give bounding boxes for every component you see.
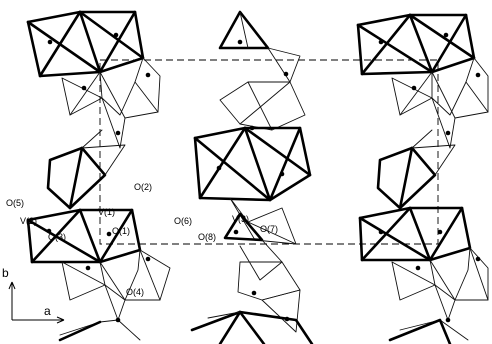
octahedra-pair-lower-right xyxy=(358,206,472,262)
thin-polyhedra-right-lower xyxy=(388,247,489,344)
label-o1: O(1) xyxy=(112,226,130,236)
label-o4: O(4) xyxy=(126,287,144,297)
thick-chain-left-middle xyxy=(46,129,126,210)
label-v1: V(1) xyxy=(98,207,115,217)
thick-chain-right-middle xyxy=(376,129,456,210)
label-o7: O(7) xyxy=(260,224,278,234)
thin-polyhedra-left-lower xyxy=(58,249,171,342)
b-axis-label: b xyxy=(2,266,9,280)
octahedra-pair-middle xyxy=(193,126,312,202)
octahedra-pair-bottom-middle xyxy=(190,310,314,344)
octahedra-pair-top-right xyxy=(356,13,476,76)
label-o3: O(3) xyxy=(48,232,66,242)
vanadium-atoms xyxy=(46,32,481,323)
thin-polyhedra-middle-lower xyxy=(223,197,301,333)
label-o8: O(8) xyxy=(198,232,216,242)
octahedra-pair-lower-left xyxy=(26,208,142,264)
thin-polyhedra-right-upper xyxy=(391,57,489,149)
label-v3: V(3) xyxy=(232,214,249,224)
label-o2: O(2) xyxy=(134,182,152,192)
a-axis-arrow xyxy=(56,316,65,324)
thick-triangle-top-middle xyxy=(218,10,301,83)
unit-cell-outline xyxy=(99,59,439,245)
thin-polyhedra-left-upper xyxy=(61,57,161,149)
middle-chain xyxy=(190,10,314,344)
label-v2: V(2) xyxy=(20,216,37,226)
b-axis-arrow xyxy=(8,281,16,290)
left-chain xyxy=(26,10,171,342)
octahedra-pair-top-left xyxy=(26,10,145,78)
label-o6: O(6) xyxy=(174,216,192,226)
a-axis-label: a xyxy=(44,304,51,318)
label-o5: O(5) xyxy=(6,198,24,208)
right-chain xyxy=(356,13,489,344)
axes-indicator: b a xyxy=(2,266,65,324)
atom-labels: O(5) V(2) O(3) V(1) O(1) O(2) O(6) O(8) … xyxy=(6,182,278,297)
thin-polyhedra-middle-upper xyxy=(219,81,306,131)
